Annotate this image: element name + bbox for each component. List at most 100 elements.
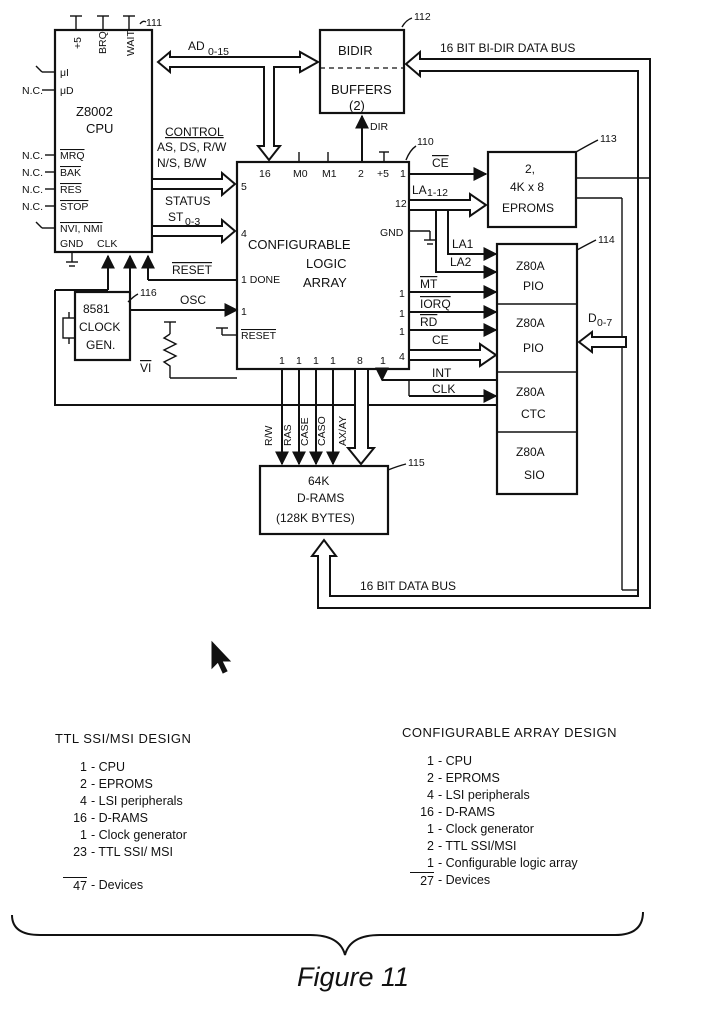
cla-left-reset: RESET <box>241 330 277 342</box>
cla-name-3: ARRAY <box>303 275 347 290</box>
clock-line1: 8581 <box>83 302 110 316</box>
la1-label: LA1 <box>452 237 474 251</box>
ctc-line2: CTC <box>521 407 546 421</box>
legend-row: 1- CPU <box>402 753 617 770</box>
legend-count: 2 <box>427 839 434 853</box>
legend-count: 1 <box>427 856 434 870</box>
dram-block: 64K D-RAMS (128K BYTES) 115 <box>258 457 425 536</box>
legend-text: - Clock generator <box>438 822 534 836</box>
nc-label-res: N.C. <box>22 184 43 196</box>
cla-left-done: 1 DONE <box>241 274 280 286</box>
caso-label: CASO <box>316 416 328 446</box>
ad-bus-label: AD <box>188 39 205 53</box>
ce2-label: CE <box>432 333 449 347</box>
cla-left-5: 5 <box>241 181 247 193</box>
dram-line2: D-RAMS <box>297 491 344 505</box>
pio1-line2: PIO <box>523 279 544 293</box>
axay-label: AX/AY <box>337 416 349 446</box>
ctc-line1: Z80A <box>516 385 545 399</box>
bidir-bus-label: 16 BIT BI-DIR DATA BUS <box>440 41 575 55</box>
control-label: CONTROL <box>165 125 224 139</box>
legend-row: 4 - LSI peripherals <box>55 793 191 810</box>
legend-count: 2 <box>80 777 87 791</box>
status-signal: ST <box>168 210 184 224</box>
legend-text: - Configurable logic array <box>438 856 578 870</box>
cpu-block: +5 BRQ WAIT 111 Z8002 CPU μI N.C. μD N.C… <box>22 15 162 267</box>
legend-count: 1 <box>427 754 434 768</box>
d07-bus-arrow <box>577 329 627 355</box>
buffers-ref: 112 <box>414 11 431 23</box>
d07-label: D <box>588 311 597 325</box>
cla-right-1b: 1 <box>399 308 405 320</box>
vi-label: VI <box>140 361 151 375</box>
la-sub: 1-12 <box>427 187 448 199</box>
legend-text: - LSI peripherals <box>91 794 183 808</box>
legend-text: - D-RAMS <box>438 805 495 819</box>
legend-row: 16 - D-RAMS <box>402 804 617 821</box>
cla-top-1: 1 <box>400 168 406 180</box>
legend-text: - CPU <box>91 760 126 774</box>
cla-top-2: 2 <box>358 168 364 180</box>
legend-text: - LSI peripherals <box>438 788 530 802</box>
cla-left-1: 1 <box>241 306 247 318</box>
legend-count: 2 <box>427 771 434 785</box>
ce-label: CE <box>432 156 449 170</box>
legend-row: 1 - Clock generator <box>402 821 617 838</box>
buffers-count: (2) <box>349 98 365 113</box>
legend-row: 2 - TTL SSI/MSI <box>402 838 617 855</box>
legend-count: 4 <box>427 788 434 802</box>
legend-text: - Clock generator <box>91 828 187 842</box>
legend-row: 16- D-RAMS <box>55 810 191 827</box>
bidir-buffers-block: BIDIR BUFFERS (2) 112 DIR <box>318 11 431 162</box>
cla-left-4: 4 <box>241 228 247 240</box>
legend-text: - TTL SSI/MSI <box>438 839 517 853</box>
cla-bot-1b: 1 <box>296 355 302 367</box>
legend-text: - TTL SSI/ MSI <box>91 845 173 859</box>
data-bus-label: 16 BIT DATA BUS <box>360 579 456 593</box>
reset-label: RESET <box>172 263 213 277</box>
legend-row: 2- EPROMS <box>402 770 617 787</box>
cpu-name: Z8002 <box>76 104 113 119</box>
legend-count: 1 <box>80 760 87 774</box>
ad-bus-sub: 0-15 <box>208 46 229 58</box>
legend-count: 4 <box>80 794 87 808</box>
legend-total-row: 47- Devices <box>55 877 191 895</box>
ns-bw-signals: N/S, B/W <box>157 156 207 170</box>
brace-shape <box>11 911 644 956</box>
cla-right-gnd: GND <box>380 227 404 239</box>
legend-count: 16 <box>420 805 434 819</box>
ras-label: RAS <box>282 424 294 446</box>
d07-sub: 0-7 <box>597 317 612 329</box>
legend-count: 1 <box>427 822 434 836</box>
legend-row: 4 - LSI peripherals <box>402 787 617 804</box>
cpu-pin-clk: CLK <box>97 238 117 250</box>
ad-bus-arrow <box>156 49 321 162</box>
eproms-ref: 113 <box>600 133 617 145</box>
cpu-pin-ui: μI <box>60 67 69 79</box>
bidir-data-bus <box>310 49 651 609</box>
legend-row: 1 - Configurable logic array <box>402 855 617 872</box>
cla-bot-1c: 1 <box>313 355 319 367</box>
legend-row: 23- TTL SSI/ MSI <box>55 844 191 861</box>
cla-top-m1: M1 <box>322 168 337 180</box>
legend-row: 1- Clock generator <box>55 827 191 844</box>
buffers-label: BUFFERS <box>331 82 392 97</box>
pio2-line1: Z80A <box>516 316 545 330</box>
cla-bot-1e: 1 <box>380 355 386 367</box>
iorq-label: IORQ <box>420 297 451 311</box>
dram-line1: 64K <box>308 474 329 488</box>
nc-label-bak: N.C. <box>22 167 43 179</box>
mt-label: MT <box>420 277 438 291</box>
status-label: STATUS <box>165 194 211 208</box>
cpu-pin-brq: BRQ <box>97 31 109 54</box>
axay-bus-arrow <box>345 368 377 466</box>
eproms-line3: EPROMS <box>502 201 554 215</box>
pio1-line1: Z80A <box>516 259 545 273</box>
legend-cla-title: CONFIGURABLE ARRAY DESIGN <box>402 725 618 740</box>
mouse-cursor-icon <box>211 640 232 674</box>
cla-bot-8: 8 <box>357 355 363 367</box>
rw-label: R/W <box>263 426 275 447</box>
cla-right-12: 12 <box>395 198 407 210</box>
cpu-pin-wait: WAIT <box>125 30 137 56</box>
peripherals-ref: 114 <box>598 234 615 246</box>
